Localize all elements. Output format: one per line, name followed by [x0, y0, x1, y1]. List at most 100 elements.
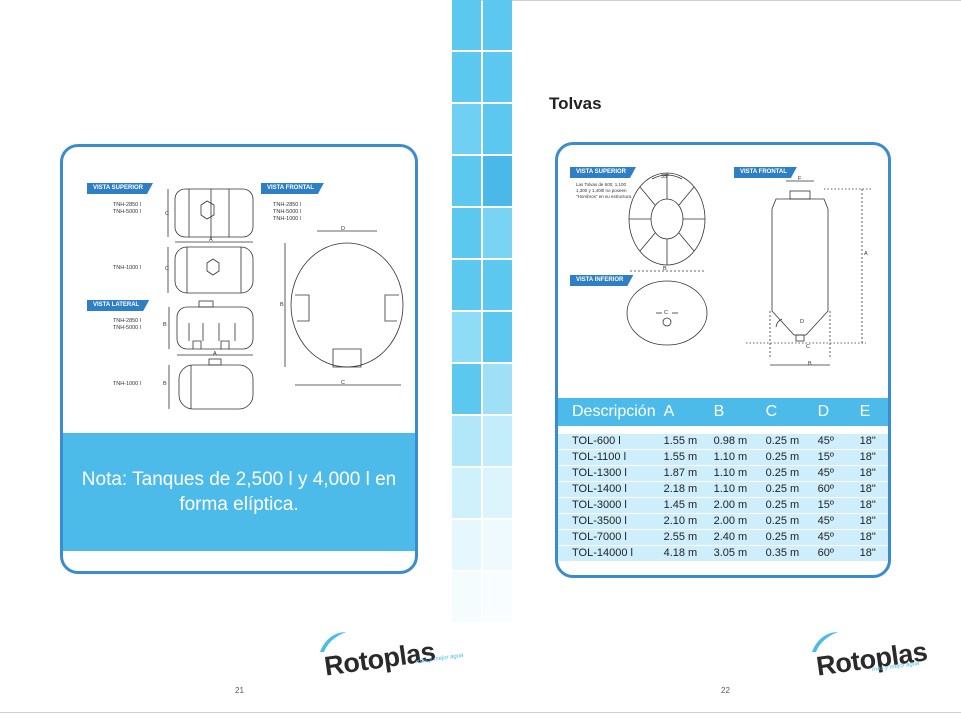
dim-b-front: B: [808, 361, 812, 367]
table-cell: TOL-1400 l: [558, 481, 656, 498]
table-cell: 1.10 m: [705, 481, 758, 498]
col-header: B: [713, 403, 725, 420]
table-cell: 0.25 m: [757, 497, 810, 514]
table-cell: 0.25 m: [757, 529, 810, 546]
col-header: Descripción: [572, 403, 656, 420]
page-title: Tolvas: [549, 94, 602, 113]
hopper-top-view-drawing: [622, 167, 712, 277]
hopper-bottom-view-drawing: [622, 277, 712, 347]
spec-table-header: Descripción A B C D E: [558, 398, 888, 426]
table-cell: 18": [851, 434, 888, 450]
table-cell: 18": [851, 465, 888, 482]
model-name: TNH-2850 l: [273, 202, 302, 208]
tank-front-view-drawing: [281, 225, 411, 395]
table-cell: TOL-3500 l: [558, 513, 656, 530]
dim-b-side: B: [163, 322, 167, 328]
table-cell: TOL-1300 l: [558, 465, 656, 482]
table-cell: 1.10 m: [705, 449, 758, 466]
table-cell: 2.00 m: [705, 513, 758, 530]
table-cell: 0.25 m: [757, 449, 810, 466]
col-header: E: [859, 403, 871, 420]
label-front-view: VISTA FRONTAL: [261, 183, 324, 194]
dim-c-top-small: C: [165, 266, 169, 272]
model-list-side-big: TNH-2850 l TNH-5000 l: [95, 318, 141, 332]
tank-side-view-drawing: [163, 299, 263, 419]
table-cell: 1.45 m: [655, 497, 706, 514]
dim-b-top: B: [663, 266, 667, 272]
page-number-right: 22: [721, 686, 730, 695]
dim-b-side-small: B: [163, 381, 167, 387]
table-cell: 45º: [809, 529, 852, 546]
table-cell: 0.25 m: [757, 465, 810, 482]
dim-a-top: A: [209, 237, 213, 243]
label-side-view: VISTA LATERAL: [87, 300, 149, 311]
model-name: TNH-5000 l: [273, 209, 302, 215]
table-cell: 1.10 m: [705, 465, 758, 482]
droplet-swoosh-icon: [320, 632, 346, 652]
model-name: TNH-2850 l: [112, 318, 141, 324]
table-cell: 15º: [809, 449, 852, 466]
col-header: D: [817, 403, 830, 420]
model-list-front: TNH-2850 l TNH-5000 l TNH-1000 l: [273, 202, 333, 223]
table-cell: 45º: [809, 513, 852, 530]
table-cell: 18": [851, 529, 888, 546]
dim-a-front: A: [864, 251, 868, 257]
table-cell: 1.87 m: [655, 465, 706, 482]
table-cell: 2.18 m: [655, 481, 706, 498]
label-top-view: VISTA SUPERIOR: [570, 167, 636, 178]
dim-c-front: C: [806, 344, 810, 350]
page-number-left: 21: [235, 686, 244, 695]
table-cell: 45º: [809, 465, 852, 482]
table-cell: 2.40 m: [705, 529, 758, 546]
dim-a-side: A: [213, 351, 217, 357]
table-cell: 45º: [809, 434, 852, 450]
dim-d-front: D: [800, 319, 804, 325]
table-cell: 0.25 m: [757, 513, 810, 530]
dim-c-front: C: [341, 380, 345, 386]
table-cell: 60º: [809, 545, 852, 562]
spine-tiles: [452, 0, 512, 622]
table-cell: 0.25 m: [757, 434, 810, 450]
table-cell: 60º: [809, 481, 852, 498]
table-cell: 1.55 m: [655, 449, 706, 466]
left-spec-card: VISTA SUPERIOR VISTA FRONTAL VISTA LATER…: [60, 144, 418, 574]
table-cell: 1.55 m: [655, 434, 706, 450]
tank-top-view-drawing: [163, 185, 263, 315]
model-top-small: TNH-1000 l: [112, 265, 141, 271]
droplet-swoosh-icon: [812, 632, 838, 652]
table-cell: 18": [851, 481, 888, 498]
table-cell: 3.05 m: [705, 545, 758, 562]
model-name: TNH-2850 l: [112, 202, 141, 208]
bottom-rule: [0, 712, 961, 713]
model-name: TNH-1000 l: [273, 216, 302, 222]
table-cell: TOL-7000 l: [558, 529, 656, 546]
table-cell: 2.00 m: [705, 497, 758, 514]
right-spec-card: VISTA SUPERIOR VISTA INFERIOR VISTA FRON…: [555, 142, 891, 578]
note-text: Nota: Tanques de 2,500 l y 4,000 l en fo…: [81, 469, 397, 515]
table-cell: TOL-1100 l: [558, 449, 656, 466]
table-cell: 0.35 m: [757, 545, 810, 562]
table-cell: 18": [851, 497, 888, 514]
label-front-view: VISTA FRONTAL: [734, 167, 797, 178]
table-cell: 18": [851, 513, 888, 530]
hopper-front-view-drawing: [746, 177, 876, 377]
angle-label: 35°: [661, 174, 670, 180]
table-cell: 0.25 m: [757, 481, 810, 498]
table-cell: 2.55 m: [655, 529, 706, 546]
col-header: C: [765, 403, 778, 420]
table-cell: 2.10 m: [655, 513, 706, 530]
model-side-small: TNH-1000 l: [112, 381, 141, 387]
table-cell: 18": [851, 449, 888, 466]
note-band: Nota: Tanques de 2,500 l y 4,000 l en fo…: [63, 433, 415, 551]
model-name: TNH-5000 l: [112, 325, 141, 331]
table-cell: TOL-600 l: [558, 434, 656, 450]
table-cell: 18": [851, 545, 888, 562]
